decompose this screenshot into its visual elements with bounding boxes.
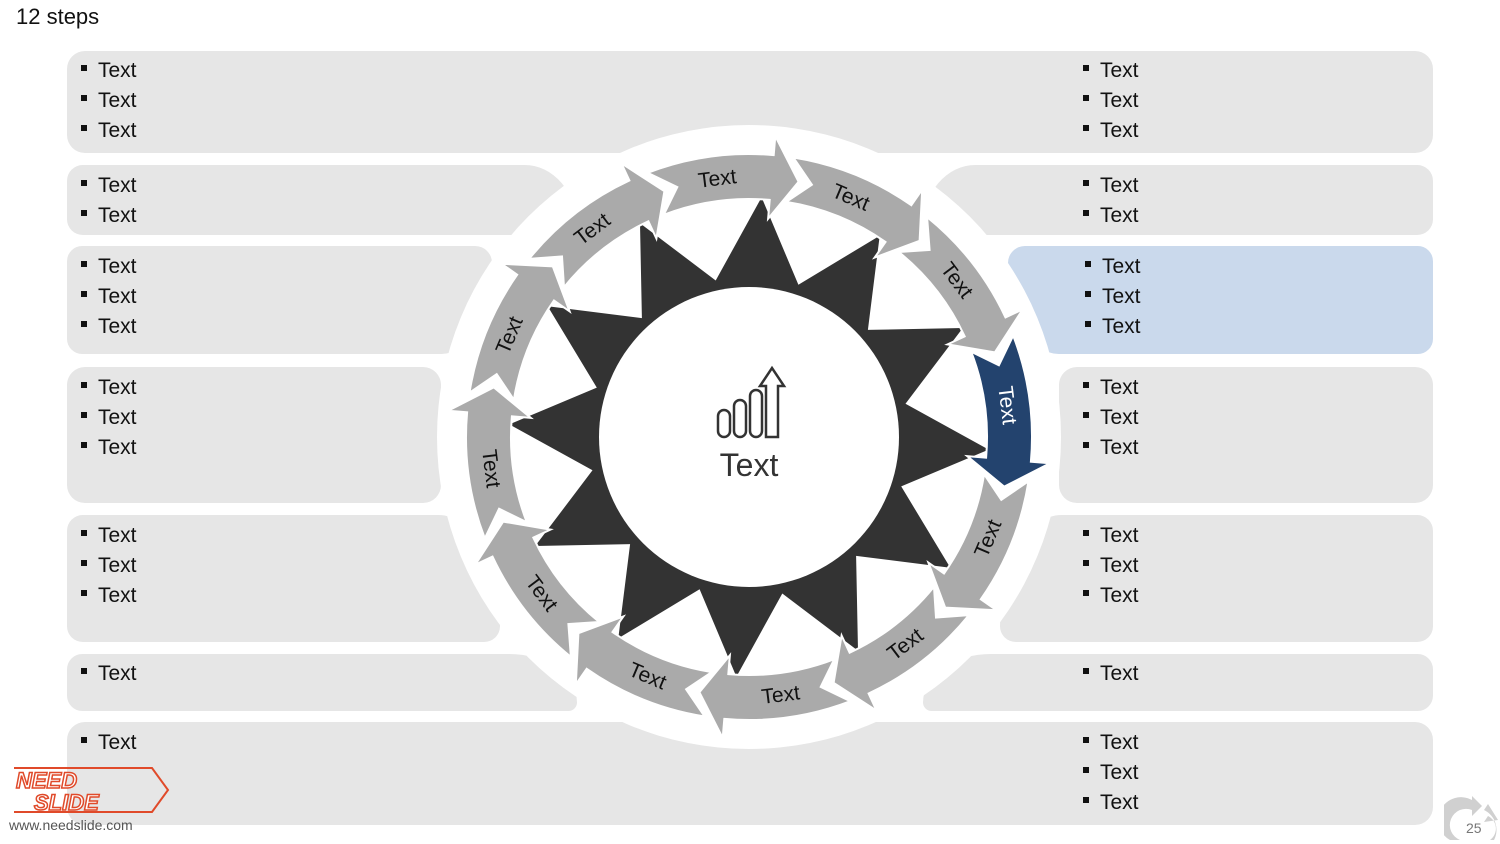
right-list-5: Text Text Text xyxy=(1083,521,1139,611)
footer-url: www.needslide.com xyxy=(9,817,133,833)
right-list-6: Text xyxy=(1083,659,1139,689)
right-box-5[interactable] xyxy=(1000,515,1433,642)
left-list-3: Text Text Text xyxy=(81,252,137,342)
left-list-6: Text xyxy=(81,659,137,689)
left-list-7: Text xyxy=(81,728,137,758)
left-box-2[interactable] xyxy=(67,165,577,235)
list-item: Text xyxy=(81,201,137,231)
list-item: Text xyxy=(1083,171,1139,201)
corner-cycle-icon xyxy=(1444,796,1498,840)
right-box-2[interactable] xyxy=(923,165,1433,235)
logo-line2: SLIDE xyxy=(34,790,100,815)
step-arrow-11[interactable] xyxy=(468,262,572,403)
list-item: Text xyxy=(1083,551,1139,581)
right-list-4: Text Text Text xyxy=(1083,373,1139,463)
list-item: Text xyxy=(1083,788,1139,818)
list-item: Text xyxy=(1083,659,1139,689)
step-arrows: TextTextTextTextTextTextTextTextTextText… xyxy=(444,132,1054,742)
center-label: Text xyxy=(720,447,779,483)
right-list-3: Text Text Text xyxy=(1085,252,1141,342)
list-item: Text xyxy=(1085,312,1141,342)
list-item: Text xyxy=(81,252,137,282)
list-item: Text xyxy=(81,728,137,758)
list-item: Text xyxy=(1083,201,1139,231)
list-item: Text xyxy=(1083,403,1139,433)
list-item: Text xyxy=(81,433,137,463)
step-arrow-8[interactable] xyxy=(574,614,715,718)
list-item: Text xyxy=(81,116,137,146)
right-box-6[interactable] xyxy=(923,654,1433,711)
right-box-3-highlighted[interactable] xyxy=(1008,246,1433,354)
step-arrow-1[interactable] xyxy=(645,132,800,222)
step-arrow-12[interactable] xyxy=(526,160,666,290)
list-item: Text xyxy=(1083,728,1139,758)
step-arrow-10[interactable] xyxy=(444,386,534,541)
list-item: Text xyxy=(1083,86,1139,116)
step-arrow-9[interactable] xyxy=(472,520,602,660)
needslide-logo: NEED SLIDE xyxy=(14,767,170,816)
bar-chart-growth-icon xyxy=(716,365,787,439)
left-box-4[interactable] xyxy=(67,367,441,503)
list-item: Text xyxy=(81,86,137,116)
step-label-7: Text xyxy=(760,681,801,709)
step-label-1: Text xyxy=(697,165,738,193)
left-list-5: Text Text Text xyxy=(81,521,137,611)
list-item: Text xyxy=(81,551,137,581)
list-item: Text xyxy=(81,581,137,611)
list-item: Text xyxy=(1085,252,1141,282)
list-item: Text xyxy=(81,403,137,433)
left-box-5[interactable] xyxy=(67,515,500,642)
page-number: 25 xyxy=(1466,820,1482,836)
list-item: Text xyxy=(81,312,137,342)
step-label-4: Text xyxy=(993,385,1021,426)
list-item: Text xyxy=(1083,56,1139,86)
list-item: Text xyxy=(1083,373,1139,403)
step-arrow-2[interactable] xyxy=(783,156,924,260)
list-item: Text xyxy=(1083,581,1139,611)
list-item: Text xyxy=(1083,116,1139,146)
list-item: Text xyxy=(81,56,137,86)
list-item: Text xyxy=(81,373,137,403)
right-list-7: Text Text Text xyxy=(1083,728,1139,818)
slide-title: 12 steps xyxy=(16,4,100,29)
list-item: Text xyxy=(1083,433,1139,463)
list-item: Text xyxy=(1083,758,1139,788)
step-label-10: Text xyxy=(477,448,505,489)
step-arrow-3[interactable] xyxy=(896,214,1026,354)
right-list-2: Text Text xyxy=(1083,171,1139,231)
step-arrow-4[interactable] xyxy=(964,333,1054,488)
right-box-4[interactable] xyxy=(1059,367,1433,503)
list-item: Text xyxy=(81,171,137,201)
left-list-2: Text Text xyxy=(81,171,137,231)
step-arrow-7[interactable] xyxy=(698,652,853,742)
step-arrow-6[interactable] xyxy=(832,584,972,714)
left-box-6[interactable] xyxy=(67,654,577,711)
left-box-3[interactable] xyxy=(67,246,492,354)
list-item: Text xyxy=(1085,282,1141,312)
list-item: Text xyxy=(1083,521,1139,551)
list-item: Text xyxy=(81,659,137,689)
left-list-4: Text Text Text xyxy=(81,373,137,463)
logo-line1: NEED xyxy=(16,768,77,793)
center-disc xyxy=(599,287,899,587)
left-list-1: Text Text Text xyxy=(81,56,137,146)
right-list-1: Text Text Text xyxy=(1083,56,1139,146)
list-item: Text xyxy=(81,521,137,551)
list-item: Text xyxy=(81,282,137,312)
step-arrow-5[interactable] xyxy=(926,471,1030,612)
